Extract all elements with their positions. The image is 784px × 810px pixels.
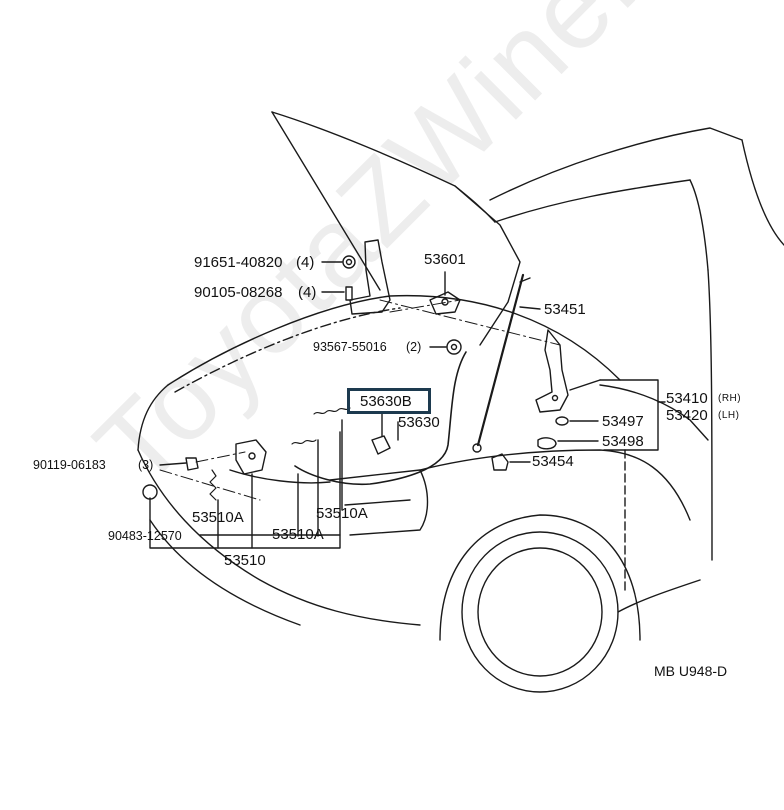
- cable-lever-53630b: [371, 435, 391, 455]
- hood-front-left: [137, 384, 169, 451]
- part-53497: [555, 416, 569, 426]
- fender-line: [419, 449, 691, 521]
- label-53451[interactable]: 53451: [544, 301, 586, 318]
- label-53630b[interactable]: 53630B: [360, 393, 412, 410]
- label-90119-06183[interactable]: 90119-06183: [33, 458, 106, 472]
- bolt-90483: [142, 484, 158, 500]
- highlighted-part-box: [347, 388, 431, 414]
- door-line: [707, 269, 713, 561]
- diagram-code: MB U948-D: [654, 663, 728, 679]
- spring-53510a-a: [313, 407, 351, 415]
- label-90483-12570[interactable]: 90483-12570: [108, 529, 182, 543]
- side-body: [599, 384, 709, 441]
- label-53498[interactable]: 53498: [602, 433, 644, 450]
- qty-90105: (4): [298, 284, 317, 301]
- leader-53451: [519, 306, 541, 310]
- windshield-lower: [494, 179, 691, 223]
- hinge-bracket-left: [349, 239, 391, 315]
- bracket-53410: [599, 379, 659, 451]
- headlight-inner: [344, 499, 411, 506]
- label-53410[interactable]: 53410: [666, 390, 708, 407]
- windshield: [489, 127, 743, 201]
- hood-inner-edge: [454, 185, 496, 223]
- hood-latch: [235, 439, 267, 475]
- roof-right: [741, 139, 784, 246]
- bracket-53510: [149, 431, 341, 549]
- spring-53510a-c: [209, 469, 217, 501]
- wheel-arch: [439, 514, 641, 641]
- label-53420[interactable]: 53420: [666, 407, 708, 424]
- screw-90119: [185, 457, 199, 471]
- side-lh: (LH): [718, 410, 740, 421]
- label-53454[interactable]: 53454: [532, 453, 574, 470]
- bolt-90105: [345, 286, 353, 301]
- label-90105-08268[interactable]: 90105-08268: [194, 284, 283, 301]
- front-tire: [461, 531, 619, 693]
- label-53510a-right[interactable]: 53510A: [316, 505, 368, 522]
- part-53454: [491, 453, 509, 471]
- spring-53510a-b: [291, 439, 317, 445]
- hood-panel-edge: [271, 111, 381, 291]
- bumper-lower: [149, 519, 301, 626]
- label-91651-40820[interactable]: 91651-40820: [194, 254, 283, 271]
- label-53497[interactable]: 53497: [602, 413, 644, 430]
- bolt-91651-head: [342, 255, 356, 269]
- grille-line: [229, 469, 331, 484]
- label-93567-55016[interactable]: 93567-55016: [313, 340, 387, 354]
- label-53510a-left[interactable]: 53510A: [192, 509, 244, 526]
- label-53601[interactable]: 53601: [424, 251, 466, 268]
- fender-bottom: [617, 579, 701, 613]
- side-rh: (RH): [718, 393, 742, 404]
- part-53498: [537, 437, 557, 450]
- leader-90119: [159, 462, 187, 466]
- label-53510a-center[interactable]: 53510A: [272, 526, 324, 543]
- front-bumper-top: [137, 449, 421, 626]
- clip-93567: [446, 339, 462, 355]
- qty-90119: (3): [138, 458, 154, 472]
- hinge-right: [535, 329, 569, 413]
- tire-inner: [477, 547, 603, 677]
- a-pillar: [689, 179, 709, 271]
- label-53510[interactable]: 53510: [224, 552, 266, 569]
- hood-panel: [271, 111, 521, 346]
- qty-93567: (2): [406, 340, 422, 354]
- qty-91651: (4): [296, 254, 315, 271]
- label-53630[interactable]: 53630: [398, 414, 440, 431]
- hood-support-rod: [476, 273, 525, 447]
- cowl-line: [167, 294, 621, 386]
- release-cable: [294, 351, 467, 486]
